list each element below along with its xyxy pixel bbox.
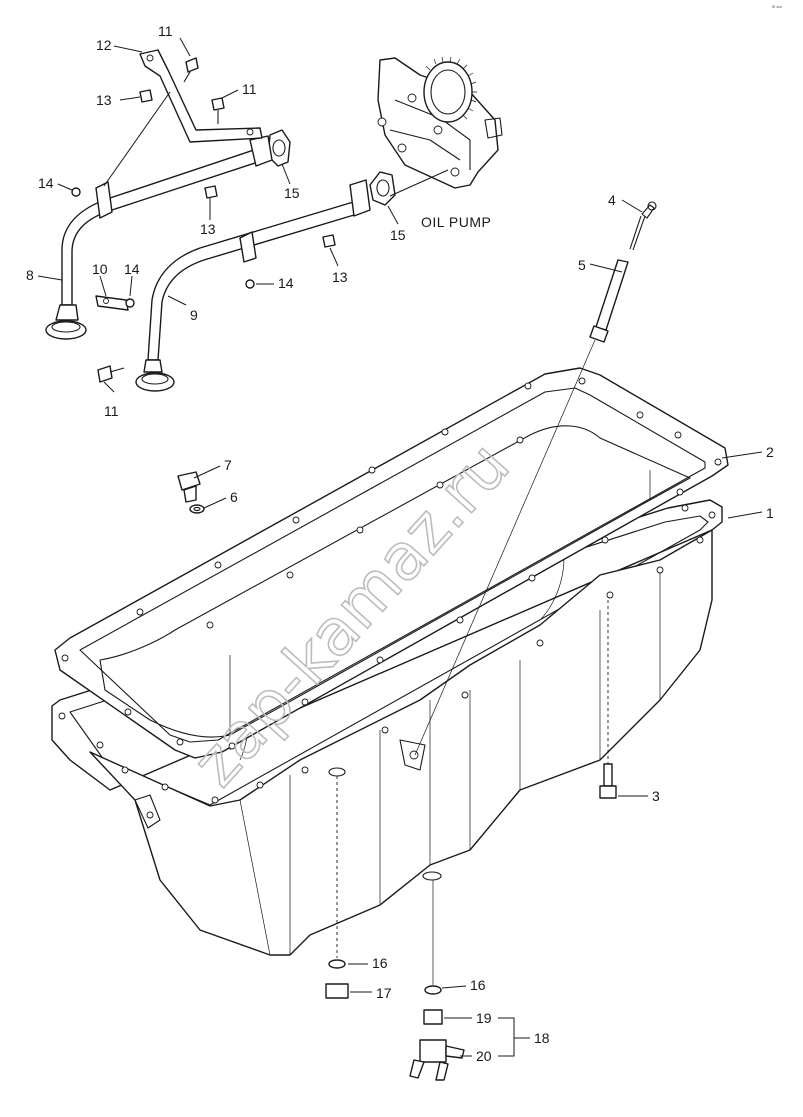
callout-16-left: 16 [372,955,388,971]
callout-11-mid: 11 [242,81,257,97]
callout-7: 7 [224,457,232,473]
callout-12: 12 [96,37,112,53]
callout-6: 6 [230,489,238,505]
oil-pump [377,56,503,189]
suction-pipe-8 [45,135,273,340]
callout-15-right: 15 [390,227,406,243]
pipe-bracket-12 [139,49,263,143]
callout-14-mid: 14 [124,261,140,277]
callout-10: 10 [92,261,108,277]
callout-13-left: 13 [96,92,112,108]
callout-3: 3 [652,788,660,804]
callout-9: 9 [190,307,198,323]
dipstick [629,201,657,251]
callout-19: 19 [476,1010,492,1026]
callout-11-lower: 11 [104,403,119,419]
leader-lines [37,37,763,1057]
callout-11-top: 11 [158,23,173,39]
callout-1: 1 [766,505,774,521]
suction-pipe-9 [135,179,371,392]
callout-14-right: 14 [278,275,294,291]
dipstick-tube [414,259,629,756]
callout-14-left: 14 [38,175,54,191]
callout-4: 4 [608,192,616,208]
callout-15-left: 15 [284,185,300,201]
callout-13-mid: 13 [200,221,216,237]
callout-13-right: 13 [332,269,348,285]
callout-2: 2 [766,444,774,460]
callout-8: 8 [26,267,34,283]
page-note: ᵂ ᵃᵒᵉ [772,5,782,11]
oil-pump-caption: OIL PUMP [421,214,491,230]
oil-pan-gasket [54,367,729,759]
callout-16-right: 16 [470,977,486,993]
callout-20: 20 [476,1048,492,1064]
callout-17: 17 [376,985,392,1001]
callout-18: 18 [534,1030,550,1046]
pump-gasket-15b [369,171,396,206]
bracket-10 [95,295,129,311]
callouts: 1 2 3 4 5 6 7 8 9 10 11 11 11 12 13 13 1… [26,23,774,1064]
fasteners [71,57,617,1081]
callout-5: 5 [578,257,586,273]
